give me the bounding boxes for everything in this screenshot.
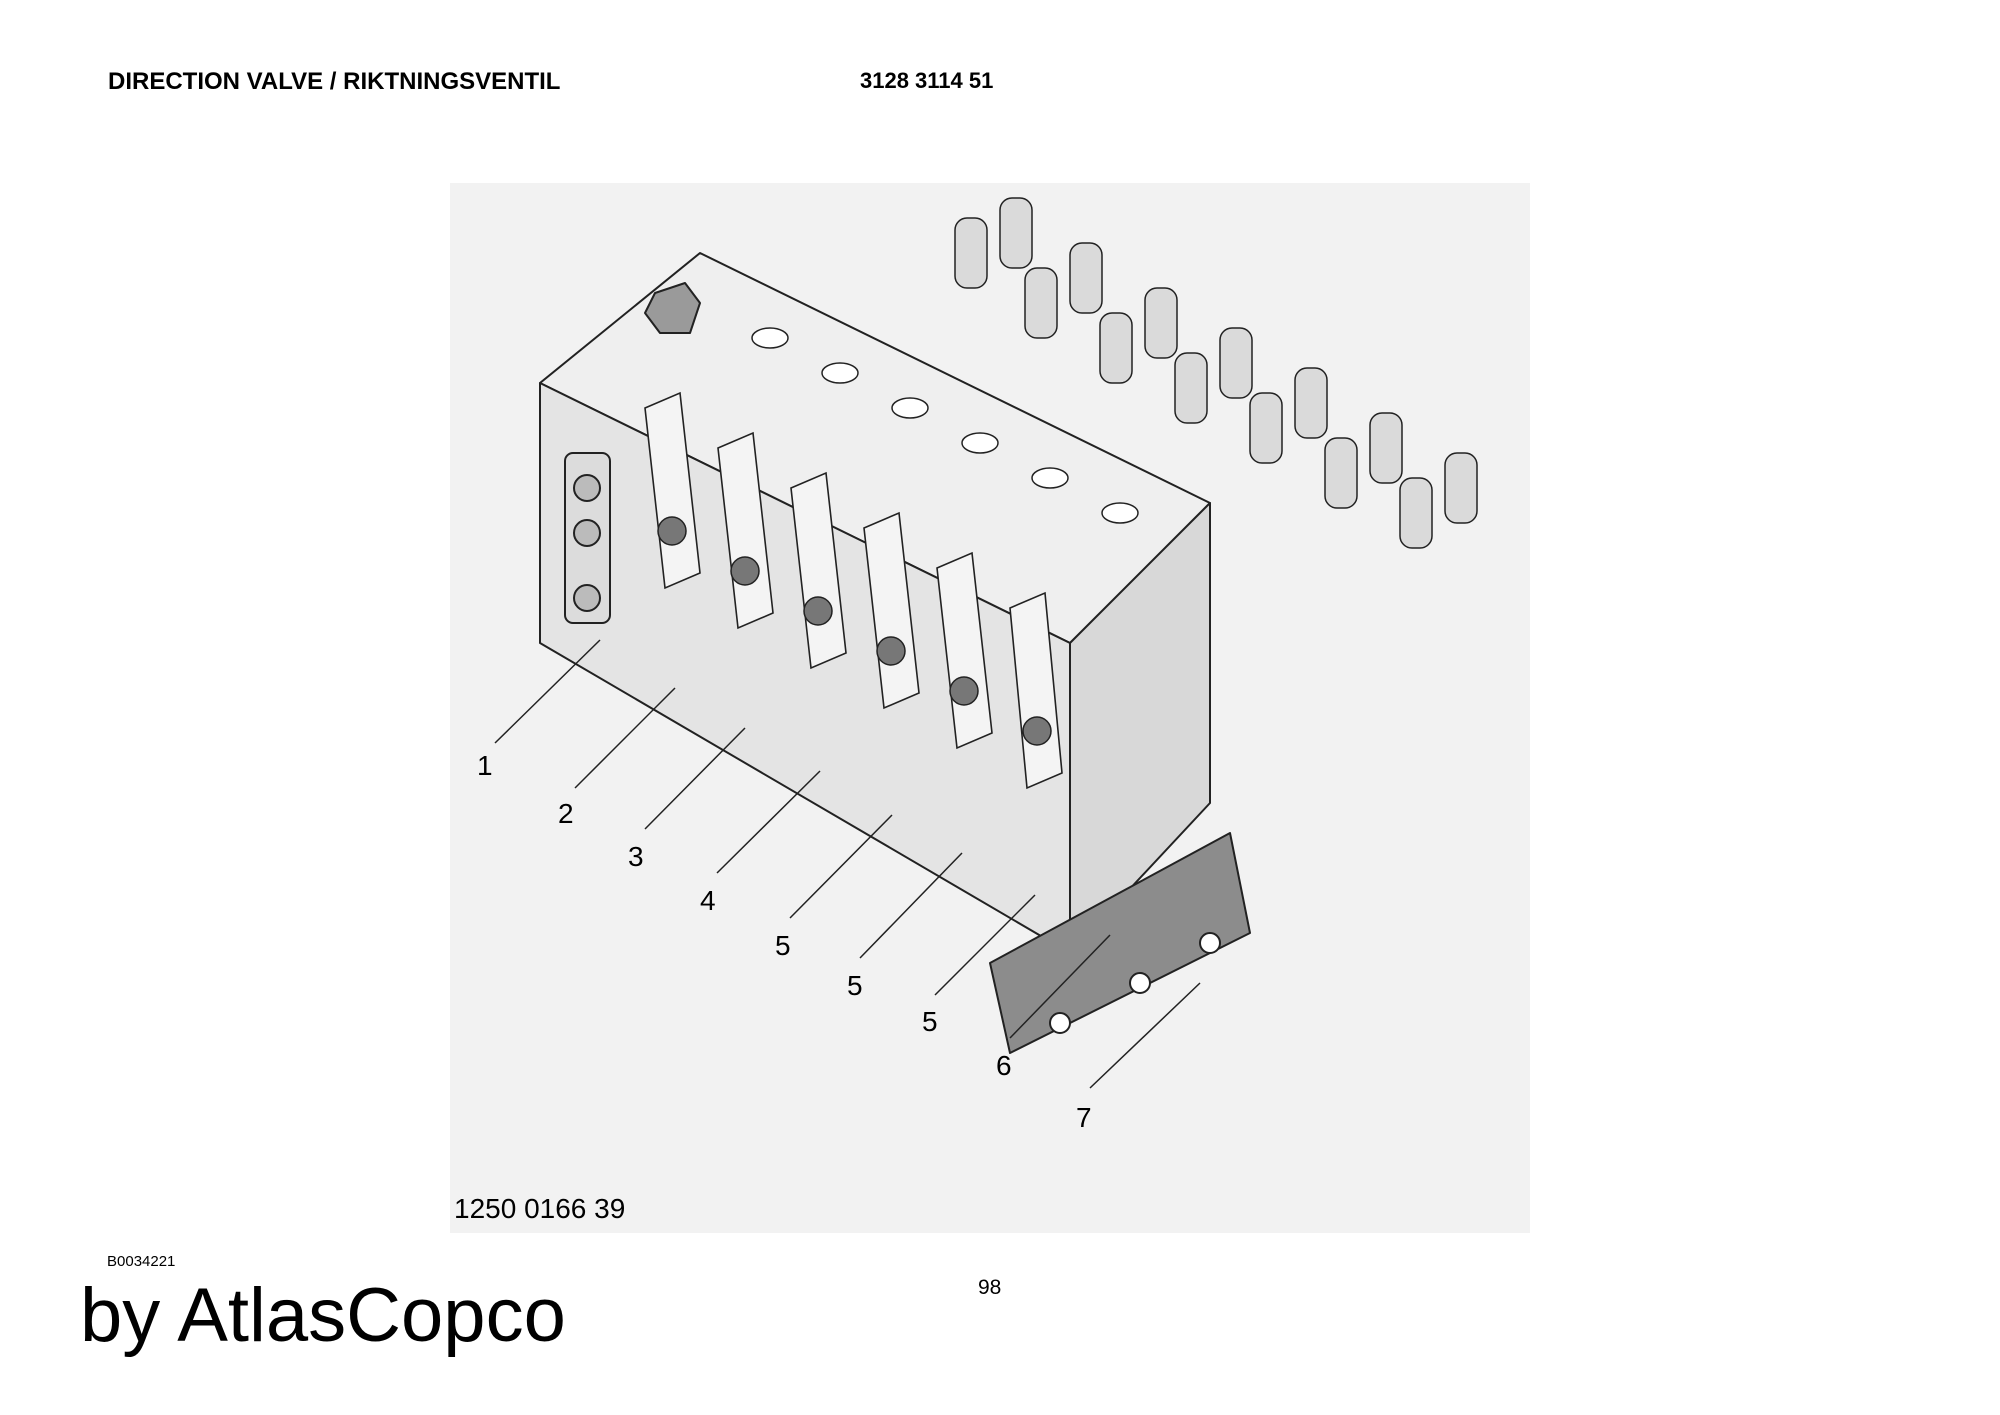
callout-label: 1: [477, 750, 493, 781]
reference-code: B0034221: [107, 1253, 176, 1270]
mounting-bracket: [989, 832, 1251, 1054]
callout-label: 2: [558, 798, 574, 829]
callout-label: 5: [775, 930, 791, 961]
valve-end-cap: [1069, 502, 1211, 954]
callout-label: 6: [996, 1050, 1012, 1081]
page-number: 98: [978, 1276, 1002, 1299]
valve-drawing: 1 2 3 4 5 5 5 6 7: [477, 197, 1478, 1133]
callout-label: 5: [847, 970, 863, 1001]
valve-illustration: 1 2 3 4 5 5 5 6 7: [450, 183, 1530, 1233]
callout-label: 5: [922, 1006, 938, 1037]
drawing-number: 1250 0166 39: [454, 1193, 626, 1224]
solenoid-coils: [954, 197, 1478, 549]
callout-label: 7: [1076, 1102, 1092, 1133]
callout-label: 3: [628, 841, 644, 872]
document-title: DIRECTION VALVE / RIKTNINGSVENTIL: [108, 68, 561, 95]
brand-text: by AtlasCopco: [80, 1273, 566, 1358]
hex-plug: [644, 282, 701, 334]
part-number: 3128 3114 51: [860, 68, 994, 93]
callout-label: 4: [700, 885, 716, 916]
